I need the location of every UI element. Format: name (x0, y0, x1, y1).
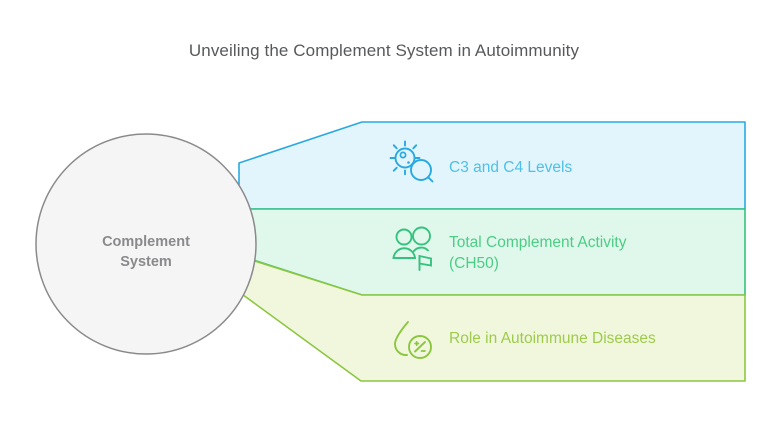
branch-label-2a: Total Complement Activity (449, 234, 627, 251)
branch-label-3: Role in Autoimmune Diseases (449, 330, 656, 347)
central-node-label-line2: System (120, 254, 172, 270)
page-title: Unveiling the Complement System in Autoi… (188, 41, 580, 60)
central-node[interactable]: Complement System (35, 133, 257, 355)
branch-c3-c4-levels[interactable]: C3 and C4 Levels (238, 121, 746, 210)
branch-label-1: C3 and C4 Levels (449, 159, 572, 176)
people-flag-icon (392, 226, 432, 271)
blood-drop-rh-icon (394, 321, 432, 359)
branch-total-complement-activity[interactable]: Total Complement Activity (CH50) (239, 208, 746, 296)
central-node-label-line1: Complement (102, 234, 190, 250)
central-node-circle[interactable] (35, 133, 257, 355)
branch-role-in-autoimmune-diseases[interactable]: Role in Autoimmune Diseases (238, 255, 746, 382)
germ-magnifier-icon (389, 140, 434, 183)
branch-label-2b: (CH50) (449, 255, 499, 272)
